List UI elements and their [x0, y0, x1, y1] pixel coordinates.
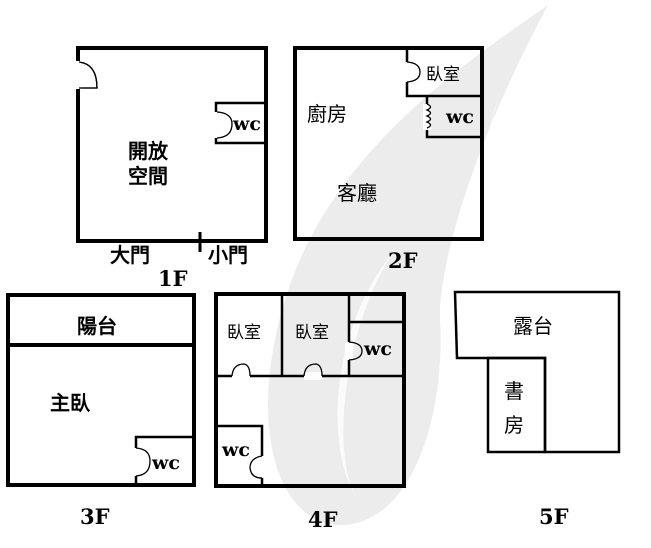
floor-2f-bedroom-label: 臥室: [426, 65, 460, 85]
floor-2f-wc-label: wc: [445, 106, 474, 128]
floor-4f-plan: 臥室 臥室 wc wc 4F: [214, 292, 406, 532]
floor-5f-study-room: [486, 356, 547, 454]
floor-3f-plan: 陽台 主臥 wc 3F: [6, 293, 196, 529]
floor-2f-label: 2F: [388, 248, 418, 273]
door-swing-icon: [348, 341, 363, 361]
small-door-label: 小門: [208, 243, 248, 267]
floor-2f-outline: [293, 46, 484, 241]
floor-3f-balcony-label: 陽台: [77, 314, 117, 338]
floor-4f-wc-label: wc: [221, 439, 250, 461]
floor-3f-label: 3F: [80, 504, 110, 529]
floor-3f-master-bedroom-label: 主臥: [50, 391, 91, 415]
floor-3f-wc-label: wc: [151, 452, 180, 474]
door-swing-icon: [249, 455, 263, 479]
door-swing-icon: [406, 61, 421, 83]
main-door-label: 大門: [110, 243, 150, 267]
floor-1f-wc-label: wc: [232, 113, 261, 135]
door-swing-icon: [135, 447, 151, 477]
floor-1f-plan: wc 開放 空間 大門 小門 1F: [75, 46, 268, 291]
floor-2f-plan: 臥室 wc 廚房 客廳 2F: [293, 46, 484, 273]
floor-1f-open-space-label: 開放: [128, 139, 169, 163]
floor-5f-study-label: 房: [504, 413, 524, 437]
floor-2f-living-room-label: 客廳: [337, 181, 377, 205]
floor-1f-outline: [76, 46, 268, 243]
floor-1f-open-space-label: 空間: [128, 164, 168, 188]
floor-4f-outline: [214, 292, 406, 488]
floor-4f-bedroom-label: 臥室: [295, 323, 329, 343]
floor-1f-label: 1F: [158, 266, 188, 291]
floor-4f-bedroom-label: 臥室: [227, 323, 261, 343]
floor-3f-outline: [6, 293, 196, 487]
floor-5f-label: 5F: [539, 504, 569, 529]
floor-5f-study-label: 書: [504, 379, 524, 403]
door-swing-icon: [425, 103, 432, 129]
floor-4f-wc-label: wc: [363, 338, 392, 360]
door-swing-icon: [303, 363, 323, 377]
watermark-logo: [268, 5, 548, 526]
floor-5f-plan: 露台 書 房 5F: [453, 290, 621, 529]
floor-4f-label: 4F: [308, 507, 338, 532]
door-swing-icon: [231, 363, 251, 377]
door-swing-icon: [216, 111, 233, 139]
door-swing-icon: [78, 61, 98, 89]
floor-2f-kitchen-label: 廚房: [307, 102, 347, 126]
floor-5f-terrace-label: 露台: [513, 314, 553, 338]
